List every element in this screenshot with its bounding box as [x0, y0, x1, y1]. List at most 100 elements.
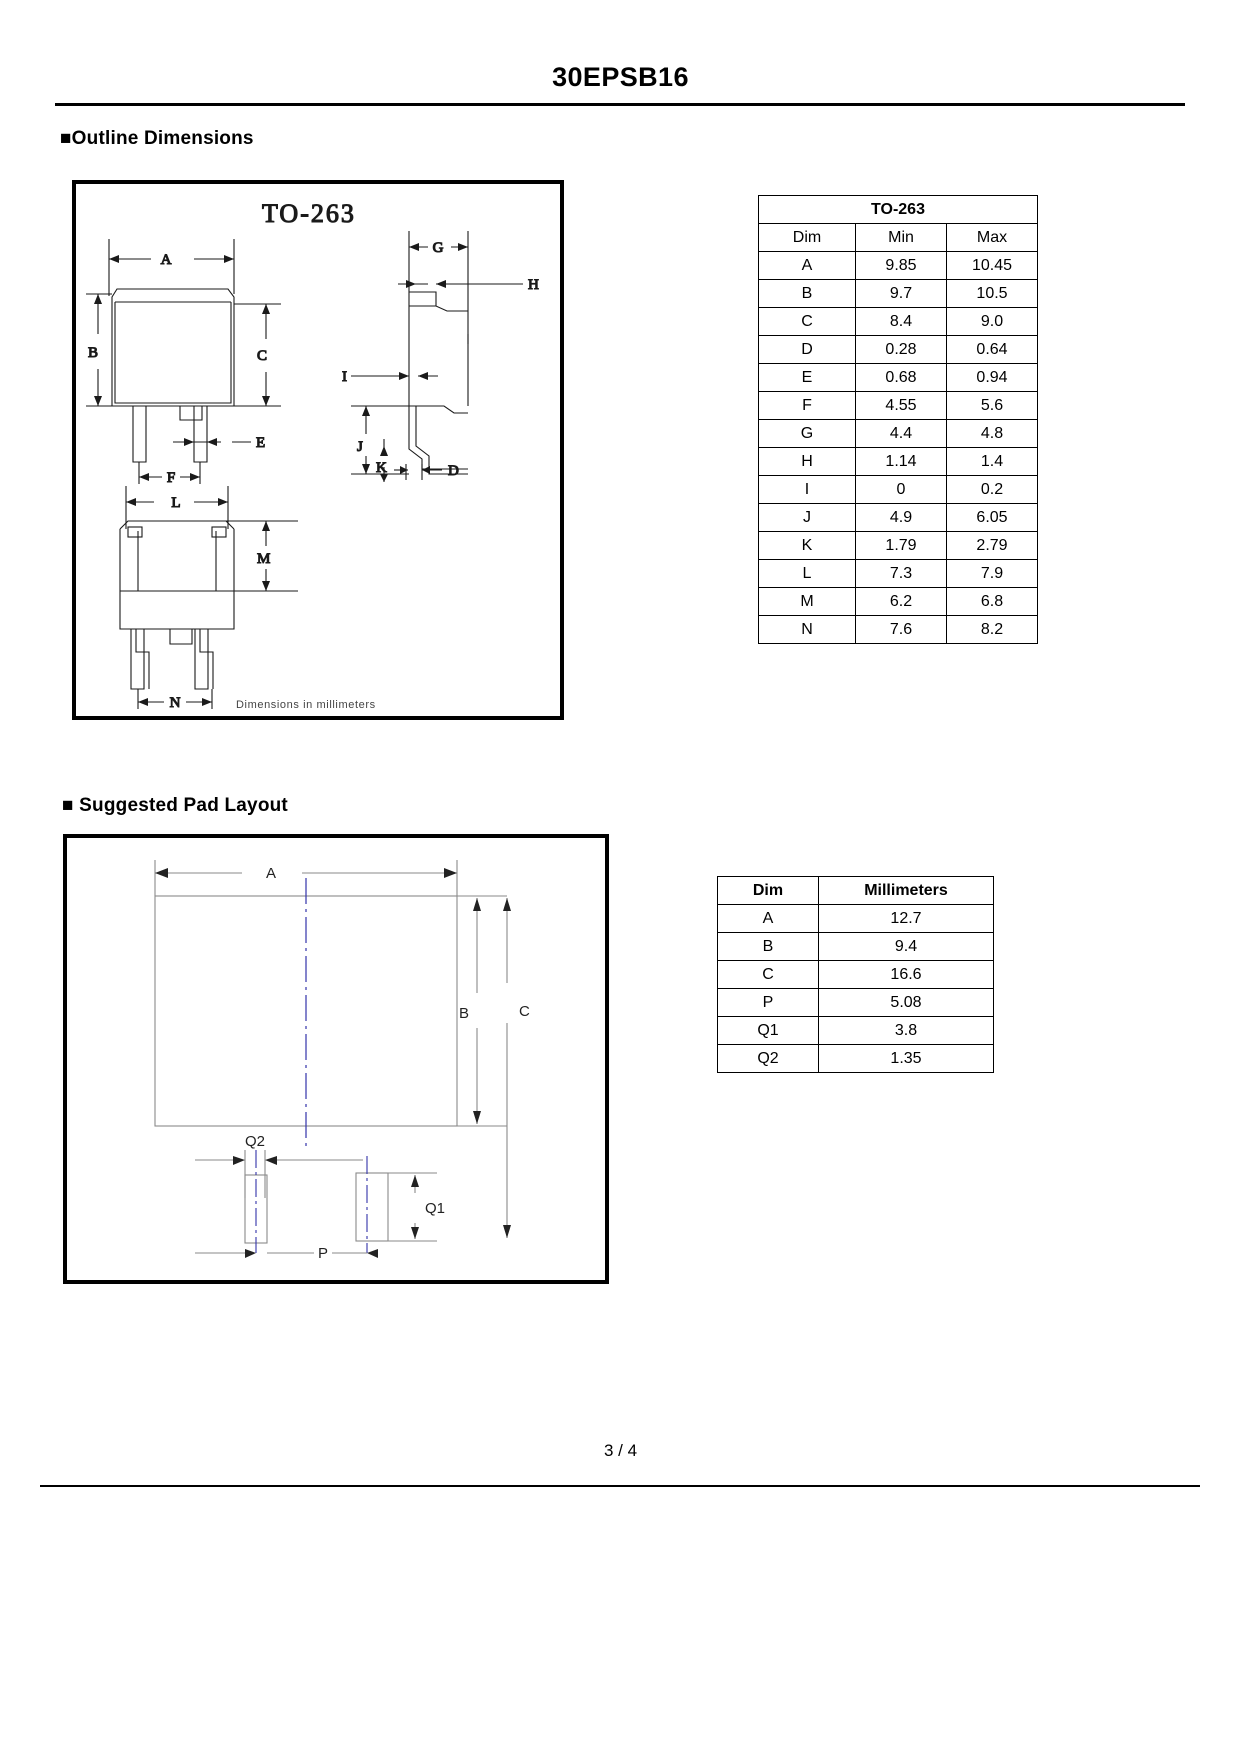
table-title: TO-263	[758, 195, 1038, 224]
cell-dim: A	[758, 251, 856, 280]
cell-dim: M	[758, 587, 856, 616]
table-header-row: Dim Millimeters	[717, 876, 994, 905]
cell-dim: A	[717, 904, 819, 933]
svg-text:B: B	[88, 345, 98, 361]
pad-label-c: C	[519, 1003, 530, 1020]
table-header-row: Dim Min Max	[758, 223, 1038, 252]
svg-text:C: C	[257, 348, 267, 364]
cell-min: 9.85	[855, 251, 947, 280]
cell-dim: B	[758, 279, 856, 308]
cell-max: 6.05	[946, 503, 1038, 532]
cell-dim: Q2	[717, 1044, 819, 1073]
cell-min: 7.6	[855, 615, 947, 644]
cell-min: 7.3	[855, 559, 947, 588]
cell-millimeters: 1.35	[818, 1044, 994, 1073]
column-header-dim: Dim	[758, 223, 856, 252]
cell-dim: L	[758, 559, 856, 588]
svg-text:D: D	[448, 463, 459, 479]
cell-min: 0	[855, 475, 947, 504]
svg-text:J: J	[357, 439, 363, 455]
table-title-row: TO-263	[758, 195, 1038, 224]
svg-text:A: A	[161, 252, 172, 268]
cell-min: 1.79	[855, 531, 947, 560]
cell-dim: P	[717, 988, 819, 1017]
page-number: 3 / 4	[603, 1441, 638, 1460]
svg-text:N: N	[170, 695, 181, 711]
cell-max: 6.8	[946, 587, 1038, 616]
cell-dim: N	[758, 615, 856, 644]
cell-millimeters: 16.6	[818, 960, 994, 989]
cell-min: 9.7	[855, 279, 947, 308]
pad-label-p: P	[318, 1245, 328, 1262]
cell-max: 4.8	[946, 419, 1038, 448]
cell-max: 10.5	[946, 279, 1038, 308]
cell-dim: J	[758, 503, 856, 532]
page-title: 30EPSB16	[552, 62, 689, 92]
svg-text:F: F	[167, 470, 175, 486]
cell-dim: E	[758, 363, 856, 392]
cell-max: 0.64	[946, 335, 1038, 364]
cell-dim: C	[758, 307, 856, 336]
cell-millimeters: 3.8	[818, 1016, 994, 1045]
cell-max: 0.94	[946, 363, 1038, 392]
pad-label-q2: Q2	[245, 1133, 265, 1150]
svg-text:G: G	[433, 240, 444, 256]
pad-label-b: B	[459, 1005, 469, 1022]
cell-max: 5.6	[946, 391, 1038, 420]
svg-text:K: K	[376, 460, 387, 476]
cell-min: 0.68	[855, 363, 947, 392]
column-header-dim: Dim	[717, 876, 819, 905]
dimensions-unit-note: Dimensions in millimeters	[236, 699, 376, 711]
cell-dim: G	[758, 419, 856, 448]
cell-max: 1.4	[946, 447, 1038, 476]
cell-dim: F	[758, 391, 856, 420]
cell-max: 9.0	[946, 307, 1038, 336]
section-heading-outline-dimensions: ■Outline Dimensions	[60, 128, 254, 149]
cell-min: 1.14	[855, 447, 947, 476]
cell-min: 4.55	[855, 391, 947, 420]
cell-dim: I	[758, 475, 856, 504]
column-header-min: Min	[855, 223, 947, 252]
cell-millimeters: 12.7	[818, 904, 994, 933]
cell-dim: H	[758, 447, 856, 476]
cell-max: 10.45	[946, 251, 1038, 280]
cell-dim: B	[717, 932, 819, 961]
cell-millimeters: 9.4	[818, 932, 994, 961]
cell-min: 8.4	[855, 307, 947, 336]
cell-millimeters: 5.08	[818, 988, 994, 1017]
cell-max: 8.2	[946, 615, 1038, 644]
cell-max: 7.9	[946, 559, 1038, 588]
cell-dim: D	[758, 335, 856, 364]
pad-label-a: A	[266, 865, 276, 882]
cell-max: 2.79	[946, 531, 1038, 560]
suggested-pad-layout-drawing: A B	[63, 834, 609, 1284]
svg-text:I: I	[342, 369, 347, 385]
cell-dim: K	[758, 531, 856, 560]
header-divider	[55, 103, 1185, 106]
pad-label-q1: Q1	[425, 1200, 445, 1217]
cell-min: 0.28	[855, 335, 947, 364]
outline-dimensions-drawing: TO-263 A B	[72, 180, 564, 720]
section-heading-suggested-pad-layout: ■ Suggested Pad Layout	[62, 795, 288, 816]
svg-text:E: E	[256, 435, 265, 451]
